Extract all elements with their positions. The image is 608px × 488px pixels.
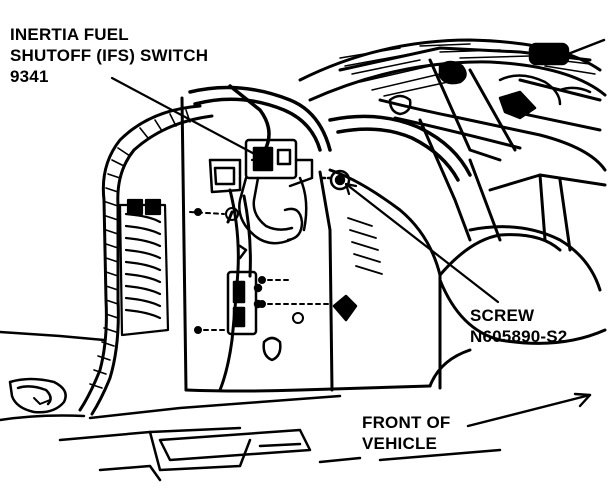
ifs-switch-assembly (208, 138, 314, 245)
screw-label: SCREW N605890-S2 (470, 305, 567, 347)
mounting-screw (320, 169, 351, 191)
front-label-line2: VEHICLE (362, 434, 438, 453)
lower-connector (226, 244, 263, 336)
floor-edge (0, 330, 502, 482)
ifs-label-line2: SHUTOFF (IFS) SWITCH (10, 46, 209, 65)
main-wiring-harness (188, 84, 472, 182)
door-opening (438, 173, 607, 345)
dash-hatching (339, 43, 596, 97)
ifs-label-line1: INERTIA FUEL (10, 25, 129, 44)
panel-louvres (347, 217, 383, 275)
ifs-label-line3: 9341 (10, 67, 49, 86)
panel-fasteners (189, 207, 331, 334)
screw-label-line2: N605890-S2 (470, 327, 568, 346)
speaker-grille (118, 198, 170, 337)
corrugated-harness-left (78, 104, 214, 416)
right-grommet (262, 294, 358, 362)
screw-label-line1: SCREW (470, 306, 535, 325)
front-direction-arrow (466, 392, 592, 428)
front-of-vehicle-label: FRONT OF VEHICLE (362, 412, 450, 454)
screw-leader-line (344, 182, 500, 304)
ifs-leader-line (110, 76, 264, 162)
front-label-line1: FRONT OF (362, 413, 451, 432)
ifs-switch-label: INERTIA FUEL SHUTOFF (IFS) SWITCH 9341 (10, 24, 208, 87)
upper-connector (388, 38, 606, 120)
